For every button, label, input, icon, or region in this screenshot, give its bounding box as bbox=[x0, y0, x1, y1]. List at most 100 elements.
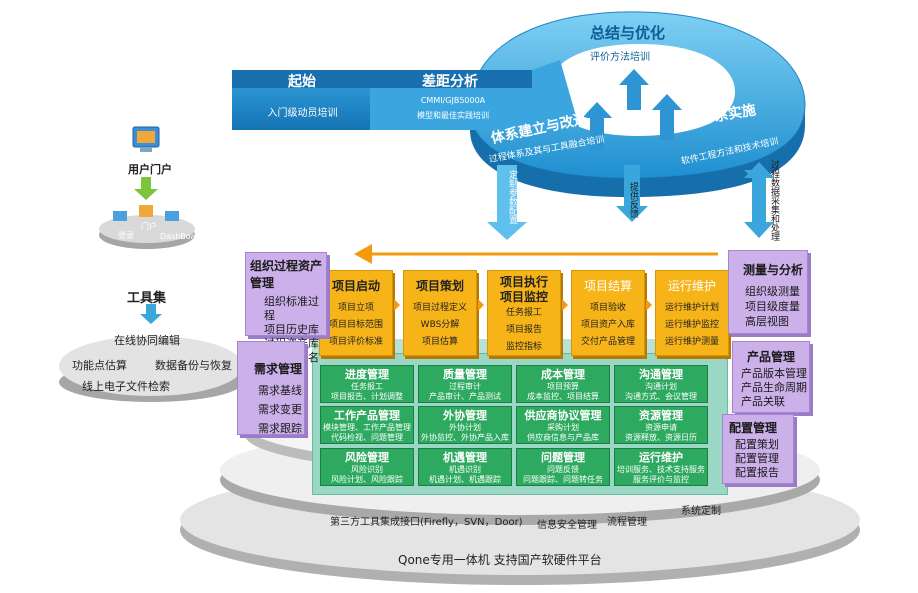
panel-requirements-item-2: 需求变更 bbox=[258, 403, 302, 416]
grid-cell-7[interactable]: 供应商协议管理 采购计划 供应商信息与产品库 bbox=[516, 406, 610, 444]
panel-configuration[interactable]: 配置管理 配置策划 配置管理 配置报告 bbox=[722, 414, 794, 484]
user-portal-label: 用户门户 bbox=[128, 163, 172, 176]
arrow-feedback-label: 提供反馈 bbox=[628, 182, 638, 218]
grid-cell-11[interactable]: 问题管理 问题反馈 问题跟踪、问题转任务 bbox=[516, 448, 610, 486]
phase-3-title: 项目执行 项目监控 bbox=[499, 275, 548, 304]
grid-cell-2[interactable]: 质量管理 过程审计 产品审计、产品测试 bbox=[418, 365, 512, 403]
grid-cell-1-title: 进度管理 bbox=[345, 368, 389, 381]
phase-4-item-3: 交付产品管理 bbox=[580, 337, 635, 347]
phase-1[interactable]: 项目启动 项目立项 项目目标范围 项目评价标准 bbox=[319, 270, 393, 356]
panel-product-item-3: 产品关联 bbox=[741, 395, 785, 408]
phase-5[interactable]: 运行维护 运行维护计划 运行维护监控 运行维护测量 bbox=[655, 270, 729, 356]
grid-cell-6[interactable]: 外协管理 外协计划 外协监控、外协产品入库 bbox=[418, 406, 512, 444]
grid-cell-10-sub-2: 机遇计划、机遇跟踪 bbox=[429, 475, 501, 484]
cycle-gap-sub2: 模型和最佳实践培训 bbox=[417, 111, 489, 120]
grid-cell-3-title: 成本管理 bbox=[541, 368, 585, 381]
grid-cell-8[interactable]: 资源管理 资源申请 资源释放、资源日历 bbox=[614, 406, 708, 444]
platform-security: 信息安全管理 bbox=[537, 520, 597, 531]
grid-cell-6-title: 外协管理 bbox=[443, 409, 487, 422]
grid-cell-3[interactable]: 成本管理 项目预算 成本监控、项目结算 bbox=[516, 365, 610, 403]
phase-2-item-2: WBS分解 bbox=[420, 320, 460, 330]
toolset-item-1: 在线协同编辑 bbox=[114, 334, 180, 347]
grid-cell-10-title: 机遇管理 bbox=[443, 451, 487, 464]
phase-2-item-3: 项目估算 bbox=[421, 337, 458, 347]
panel-measurement[interactable]: 测量与分析 组织级测量 项目级度量 高层视图 bbox=[728, 250, 808, 334]
grid-cell-2-sub-2: 产品审计、产品测试 bbox=[429, 392, 501, 401]
grid-cell-2-sub-1: 过程审计 bbox=[449, 382, 481, 391]
grid-cell-11-title: 问题管理 bbox=[541, 451, 585, 464]
arrow-define-label: 定制参数配置 bbox=[507, 170, 517, 224]
grid-cell-10[interactable]: 机遇管理 机遇识别 机遇计划、机遇跟踪 bbox=[418, 448, 512, 486]
grid-cell-5-title: 工作产品管理 bbox=[334, 409, 400, 422]
cycle-gap-sub1: CMMI/GJB5000A bbox=[420, 96, 486, 105]
phase-5-title: 运行维护 bbox=[667, 279, 716, 293]
platform-base-label: Qone专用一体机 支持国产软硬件平台 bbox=[398, 553, 602, 567]
phase-4-item-2: 项目资产入库 bbox=[580, 320, 635, 330]
panel-measurement-item-3: 高层视图 bbox=[745, 315, 789, 328]
cycle-start-sub: 入门级动员培训 bbox=[267, 108, 338, 119]
grid-cell-5-sub-1: 模块管理、工作产品管理 bbox=[323, 423, 411, 432]
improvement-cycle bbox=[232, 11, 806, 240]
grid-cell-8-title: 资源管理 bbox=[639, 409, 683, 422]
grid-cell-9-title: 风险管理 bbox=[345, 451, 389, 464]
phase-3-item-2: 项目报告 bbox=[505, 325, 542, 335]
grid-cell-8-sub-1: 资源申请 bbox=[645, 423, 677, 432]
grid-cell-9-sub-1: 风险识别 bbox=[351, 465, 383, 474]
panel-measurement-item-1: 组织级测量 bbox=[745, 285, 800, 298]
grid-cell-1[interactable]: 进度管理 任务报工 项目报告、计划调整 bbox=[320, 365, 414, 403]
phase-1-item-3: 项目评价标准 bbox=[328, 337, 383, 347]
cycle-gap-title: 差距分析 bbox=[422, 74, 478, 90]
grid-cell-12[interactable]: 运行维护 培训服务、技术支持服务 服务评价与监控 bbox=[614, 448, 708, 486]
toolset-graphic bbox=[59, 304, 243, 402]
portal-portal[interactable]: 门户 bbox=[141, 222, 157, 231]
phase-flow-arrows bbox=[310, 288, 746, 359]
platform-integration: 第三方工具集成接口(Firefly，SVN，Door) bbox=[330, 517, 523, 528]
panel-measurement-item-2: 项目级度量 bbox=[745, 300, 800, 313]
phase-2[interactable]: 项目策划 项目过程定义 WBS分解 项目估算 bbox=[403, 270, 477, 356]
grid-cell-1-sub-1: 任务报工 bbox=[351, 382, 383, 391]
grid-cell-5-sub-2: 代码检视、问题管理 bbox=[331, 433, 403, 442]
grid-cell-9-sub-2: 风险计划、风险跟踪 bbox=[331, 475, 403, 484]
panel-product-title: 产品管理 bbox=[747, 350, 796, 364]
toolset-title: 工具集 bbox=[127, 291, 167, 306]
panel-process-assets-item-1: 组织标准过程 bbox=[264, 295, 319, 322]
phase-1-item-1: 项目立项 bbox=[337, 303, 374, 313]
grid-cell-9[interactable]: 风险管理 风险识别 风险计划、风险跟踪 bbox=[320, 448, 414, 486]
cycle-start-title: 起始 bbox=[288, 74, 316, 90]
toolset-item-2: 功能点估算 bbox=[72, 359, 127, 372]
panel-product[interactable]: 产品管理 产品版本管理 产品生命周期 产品关联 bbox=[732, 341, 810, 413]
grid-cell-12-sub-2: 服务评价与监控 bbox=[633, 475, 689, 484]
grid-cell-6-sub-2: 外协监控、外协产品入库 bbox=[421, 433, 509, 442]
phase-5-item-1: 运行维护计划 bbox=[664, 303, 719, 313]
phase-1-title: 项目启动 bbox=[331, 279, 380, 293]
grid-cell-4-sub-1: 沟通计划 bbox=[645, 382, 677, 391]
grid-cell-6-sub-1: 外协计划 bbox=[449, 423, 481, 432]
panel-product-item-2: 产品生命周期 bbox=[741, 381, 807, 394]
phase-4-item-1: 项目验收 bbox=[589, 303, 626, 313]
phase-4-title: 项目结算 bbox=[583, 279, 632, 293]
portal-dashboard[interactable]: DashBoard bbox=[160, 232, 204, 241]
arrow-collect-label: 过程数据采集和处理 bbox=[769, 160, 779, 241]
panel-process-assets[interactable]: 组织过程资产管理 组织标准过程 项目历史库 过程资产库 合格供应名录 bbox=[245, 252, 327, 378]
panel-product-item-1: 产品版本管理 bbox=[741, 367, 807, 380]
grid-cell-12-sub-1: 培训服务、技术支持服务 bbox=[617, 465, 705, 474]
phase-3[interactable]: 项目执行 项目监控 任务报工 项目报告 监控指标 bbox=[487, 270, 561, 356]
grid-cell-10-sub-1: 机遇识别 bbox=[449, 465, 481, 474]
grid-cell-4-sub-2: 沟通方式、会议管理 bbox=[625, 392, 697, 401]
portal-login[interactable]: 登录 bbox=[118, 231, 134, 240]
phase-feedback-arrow bbox=[354, 244, 718, 264]
panel-requirements[interactable]: 需求管理 需求基线 需求变更 需求跟踪 bbox=[237, 341, 305, 435]
grid-cell-4[interactable]: 沟通管理 沟通计划 沟通方式、会议管理 bbox=[614, 365, 708, 403]
grid-cell-2-title: 质量管理 bbox=[443, 368, 487, 381]
phase-4[interactable]: 项目结算 项目验收 项目资产入库 交付产品管理 bbox=[571, 270, 645, 356]
phase-2-title: 项目策划 bbox=[415, 279, 464, 293]
user-portal-graphic bbox=[99, 126, 195, 249]
panel-configuration-item-1: 配置策划 bbox=[735, 438, 779, 451]
grid-cell-7-sub-2: 供应商信息与产品库 bbox=[527, 433, 599, 442]
phase-5-item-2: 运行维护监控 bbox=[664, 320, 719, 330]
grid-cell-5[interactable]: 工作产品管理 模块管理、工作产品管理 代码检视、问题管理 bbox=[320, 406, 414, 444]
grid-cell-7-title: 供应商协议管理 bbox=[524, 409, 602, 422]
platform-custom: 系统定制 bbox=[681, 506, 721, 517]
panel-configuration-item-2: 配置管理 bbox=[735, 452, 779, 465]
panel-configuration-item-3: 配置报告 bbox=[735, 466, 779, 479]
